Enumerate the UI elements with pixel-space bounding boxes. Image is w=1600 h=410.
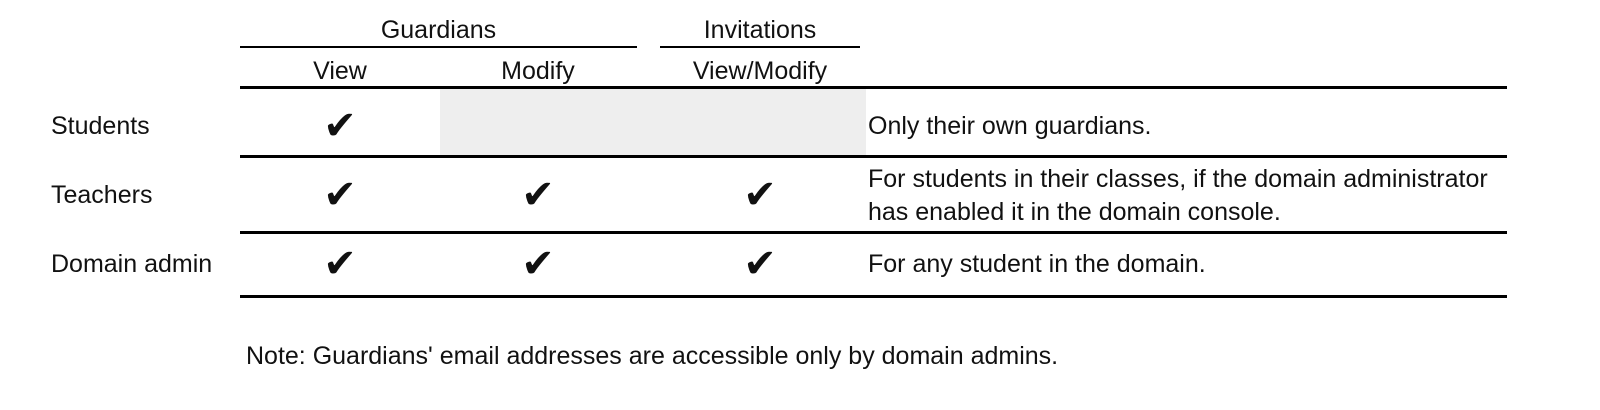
- column-header-view: View: [313, 57, 367, 85]
- row-rule-after-teachers: [240, 231, 1507, 234]
- spanner-rule-invitations: [660, 46, 860, 48]
- table-note: Note: Guardians' email addresses are acc…: [246, 342, 1059, 370]
- description-domain-admin: For any student in the domain.: [868, 250, 1206, 278]
- spanner-rule-guardians: [240, 46, 637, 48]
- check-students-guardians-view: ✔: [323, 103, 357, 149]
- check-domain-admin-invitations-view-modify: ✔: [743, 241, 777, 287]
- column-group-invitations-label: Invitations: [703, 16, 817, 44]
- row-label-teachers: Teachers: [51, 181, 153, 209]
- check-teachers-invitations-view-modify: ✔: [743, 172, 777, 218]
- table-bottom-rule: [240, 295, 1507, 298]
- column-header-modify: Modify: [501, 57, 575, 85]
- check-domain-admin-guardians-view: ✔: [323, 241, 357, 287]
- check-teachers-guardians-modify: ✔: [521, 172, 555, 218]
- description-teachers: For students in their classes, if the do…: [868, 165, 1488, 226]
- column-group-guardians-label: Guardians: [380, 16, 497, 44]
- column-header-view-modify: View/Modify: [692, 57, 828, 85]
- table-header-rule: [240, 86, 1507, 89]
- row-rule-after-students: [240, 155, 1507, 158]
- check-teachers-guardians-view: ✔: [323, 172, 357, 218]
- check-domain-admin-guardians-modify: ✔: [521, 241, 555, 287]
- row-label-domain-admin: Domain admin: [51, 250, 213, 278]
- description-students: Only their own guardians.: [868, 112, 1152, 140]
- cell-shaded-students-modify: [440, 89, 866, 155]
- row-label-students: Students: [51, 112, 150, 140]
